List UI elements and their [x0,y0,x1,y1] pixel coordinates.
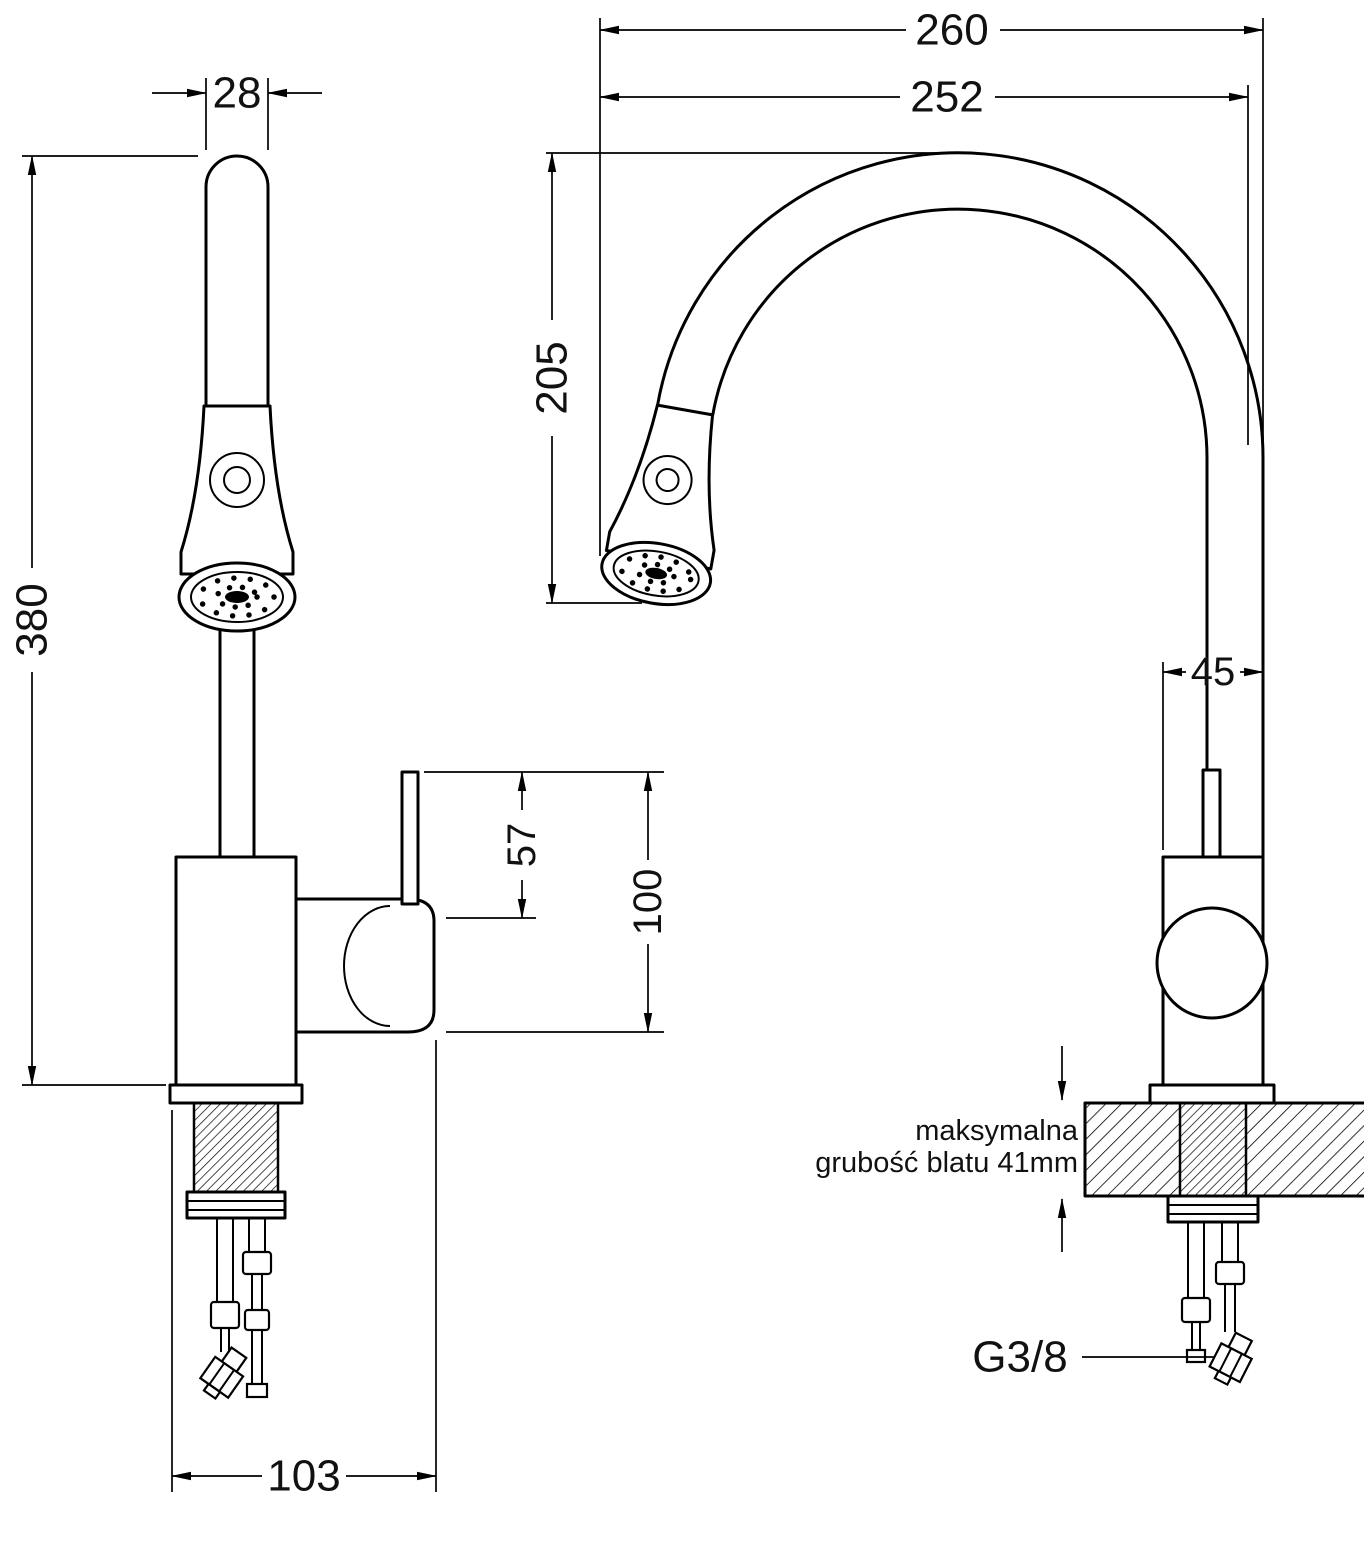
dim-spout-width-label: 28 [213,69,262,118]
counter-note-line2: grubość blatu 41mm [815,1147,1078,1179]
thread-size-label: G3/8 [972,1333,1067,1382]
spray-holes-inner [635,561,677,586]
supply-hose-left [1187,1222,1205,1298]
front-body [174,770,436,1087]
side-mounting [1083,1083,1364,1387]
dim-lever-height-label: 100 [626,869,670,936]
aerator-slot [645,567,668,580]
dim-lever-offset: 57 [424,771,664,919]
dim-lever-height: 100 [446,771,670,1033]
supply-hose-right [1221,1222,1239,1262]
base-flange [1148,1083,1276,1105]
dim-body-depth-label: 45 [1191,650,1236,694]
dim-spout-width: 28 [152,69,322,150]
front-mounting [168,1083,304,1401]
front-spout-tube [204,154,270,408]
side-spray-head [600,403,716,607]
spray-holes-inner [214,584,260,610]
locknut [1166,1194,1260,1224]
spray-holes-outer [618,552,694,595]
dim-spout-reach-label: 252 [910,73,983,122]
handle-lever [400,770,420,906]
dim-total-reach-label: 260 [915,6,988,55]
dim-spout-height-label: 205 [528,341,577,414]
locknut [185,1190,287,1220]
front-view: 28 380 57 100 103 [8,69,671,1501]
side-view: maksymalna grubość blatu 41mm G3/8 260 2… [528,6,1364,1387]
dim-total-height: 380 [8,155,198,1086]
dim-spout-height: 205 [528,152,946,604]
countertop-note: maksymalna grubość blatu 41mm [815,1046,1079,1252]
aerator-slot [225,591,249,603]
supply-hose-left [216,1218,234,1302]
base-flange [168,1083,304,1105]
spray-mode-button [209,452,265,508]
side-gooseneck-spout [656,151,1265,859]
supply-hose-right [248,1218,266,1252]
dim-total-height-label: 380 [8,583,57,656]
thread-label: G3/8 [972,1333,1214,1382]
hose-nut-left [198,1346,248,1401]
hose-nut-right [1208,1331,1254,1387]
spray-mode-button [642,455,693,506]
front-spray-head [177,404,297,633]
front-lower-tube [218,598,256,859]
handle-joint [294,897,436,1034]
threaded-shank [1178,1101,1248,1198]
handle-pivot [1155,906,1269,1020]
side-body [1155,768,1269,1087]
handle-lever [1201,768,1222,859]
dim-spout-reach: 252 [599,73,1249,445]
threaded-shank [192,1101,280,1194]
counter-note-line1: maksymalna [915,1115,1079,1147]
dim-lever-offset-label: 57 [500,823,544,868]
dim-base-depth-label: 103 [267,1452,340,1501]
dim-base-depth: 103 [171,1040,437,1501]
dim-total-reach: 260 [599,6,1264,556]
spray-holes-outer [197,575,277,619]
dim-body-depth: 45 [1162,650,1264,850]
